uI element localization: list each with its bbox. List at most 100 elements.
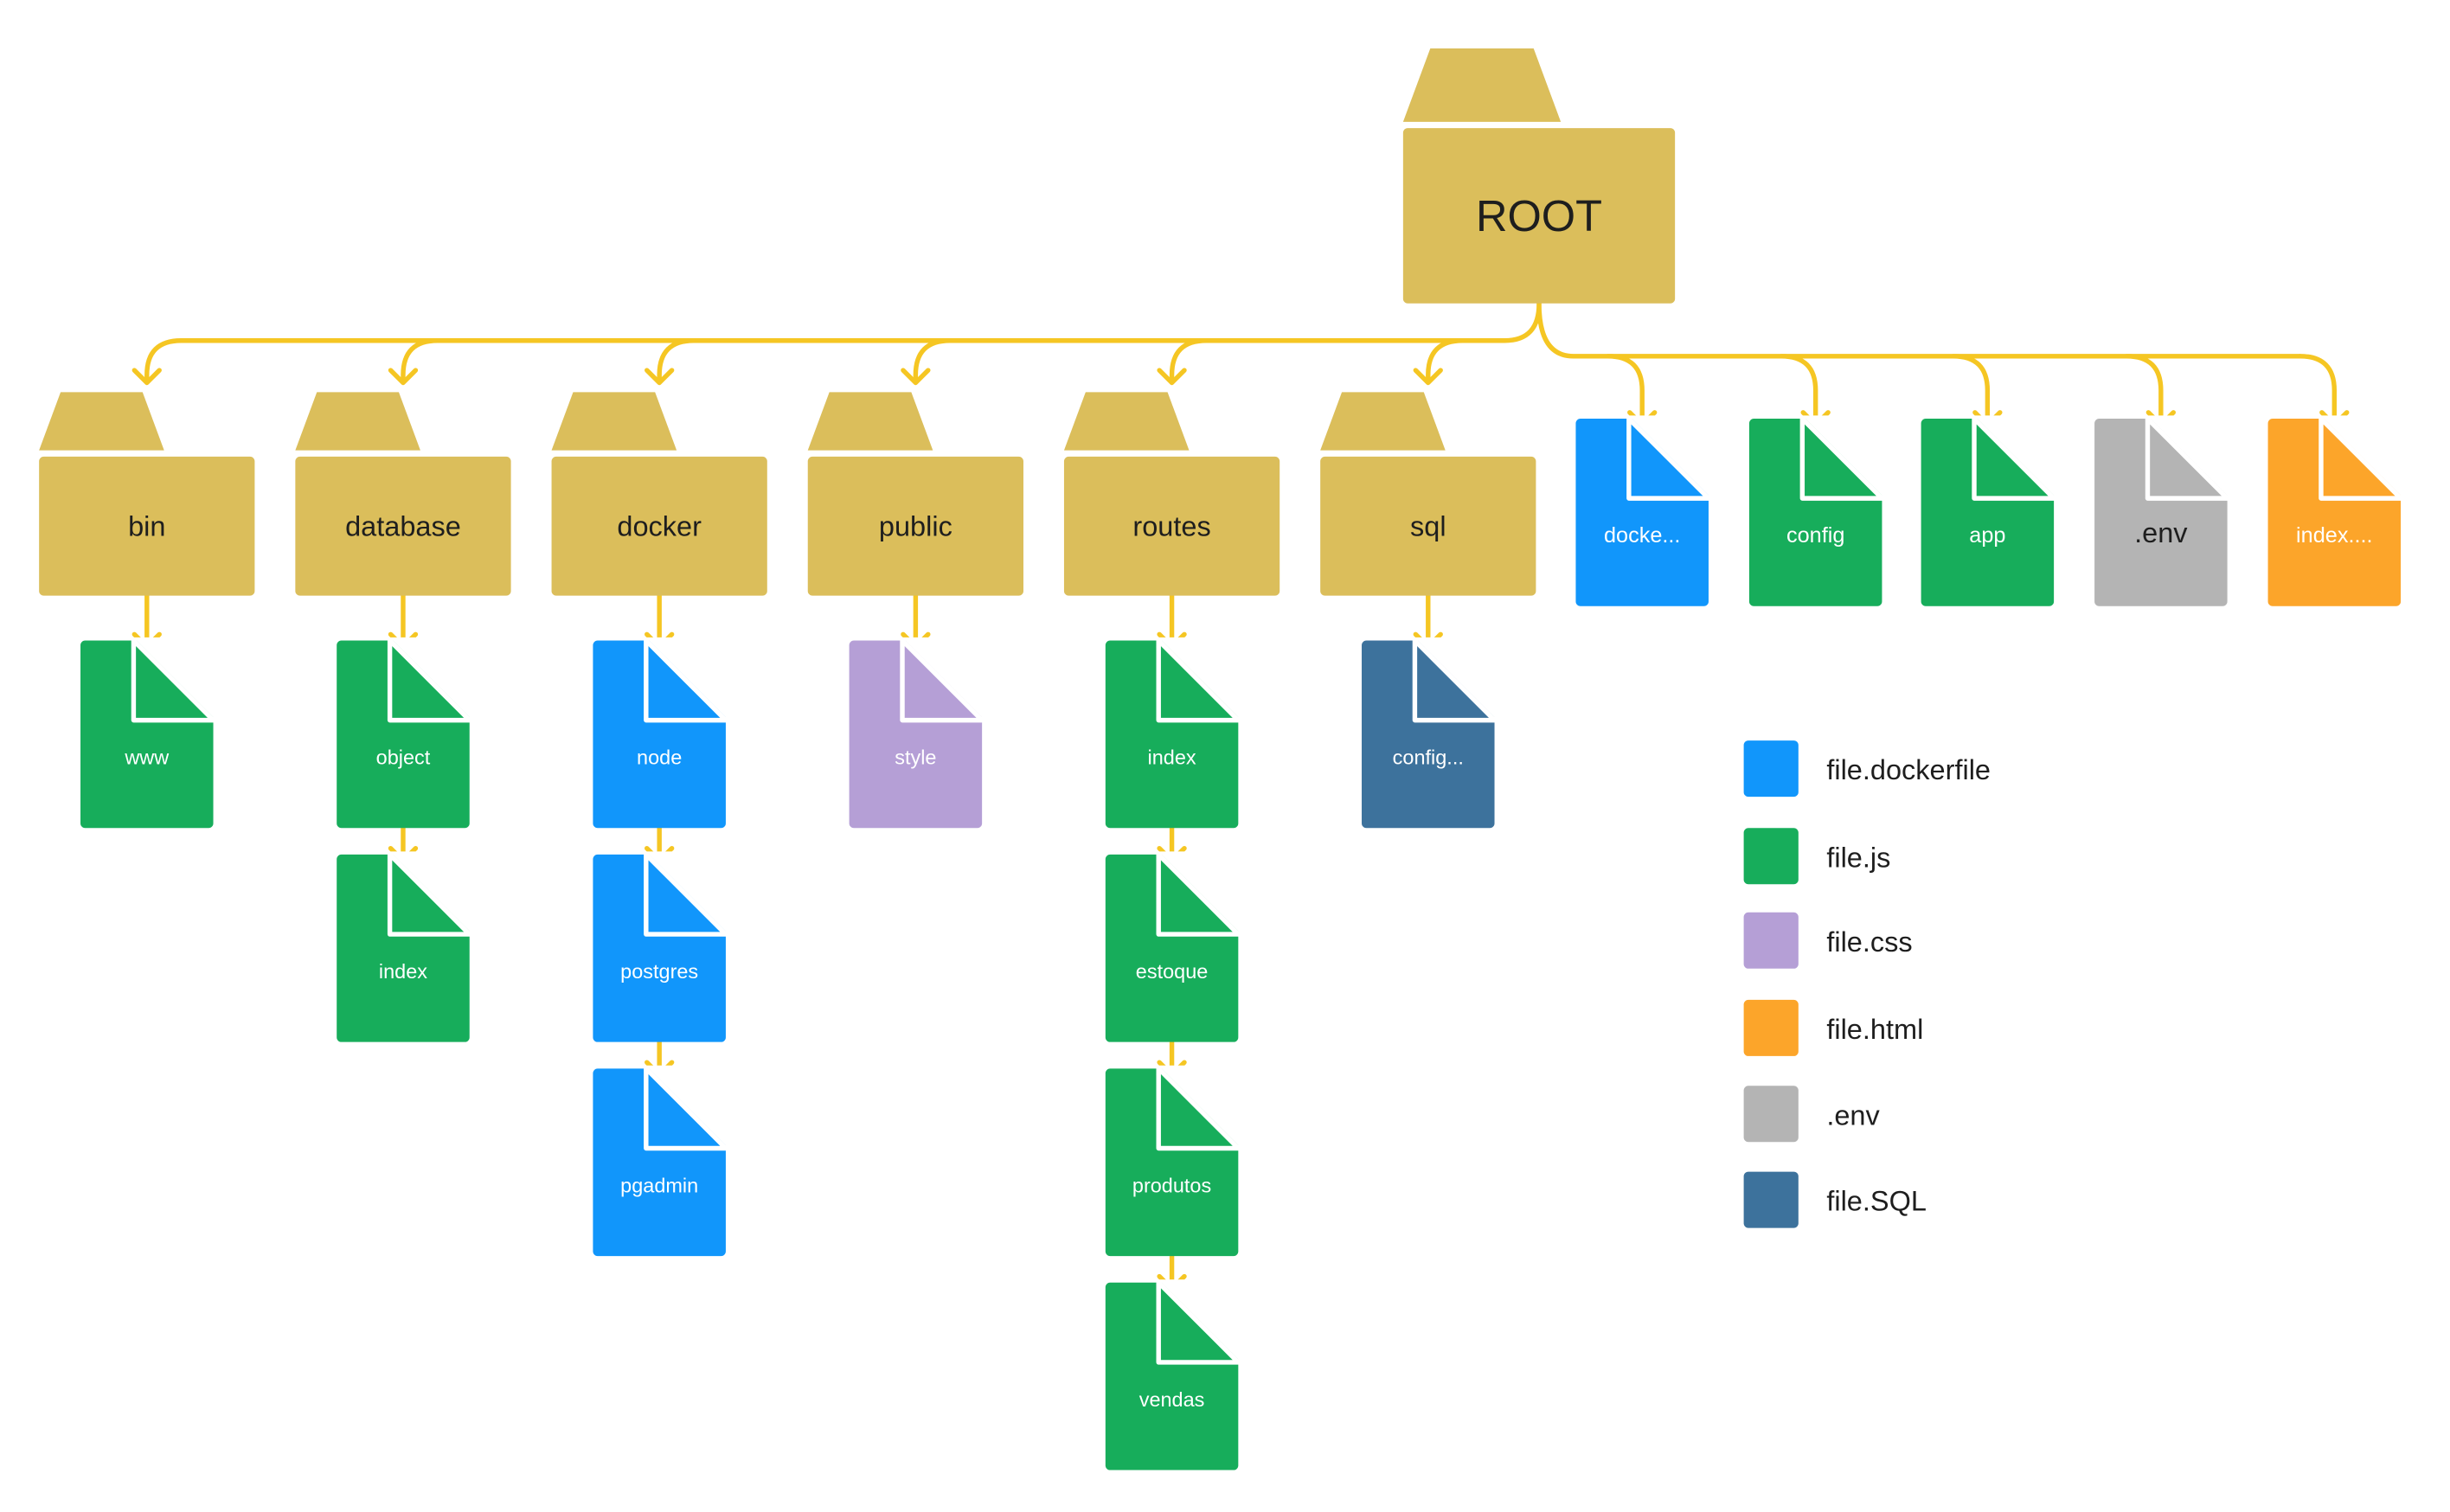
file-fold xyxy=(644,637,728,723)
folder-public[interactable]: public xyxy=(807,392,1023,596)
file-fold xyxy=(1156,1066,1241,1151)
file-label: vendas xyxy=(1139,1388,1205,1411)
legend-item: file.dockerfile xyxy=(1743,740,1991,798)
folder-body xyxy=(551,456,767,596)
folder-tab xyxy=(39,392,164,451)
arrow-head xyxy=(901,368,931,386)
file-label: object xyxy=(376,746,431,769)
folder-body xyxy=(295,456,511,596)
file-docker-node[interactable]: node xyxy=(593,637,729,829)
file-label: pgadmin xyxy=(620,1174,698,1196)
folder-tab xyxy=(1320,392,1446,451)
root-file-index[interactable]: index.... xyxy=(2267,415,2404,606)
file-label: estoque xyxy=(1136,960,1209,983)
file-docker-pgadmin[interactable]: pgadmin xyxy=(593,1065,729,1257)
connector-branch xyxy=(401,338,440,382)
file-public-style[interactable]: style xyxy=(849,637,985,829)
connector-branch xyxy=(1950,354,1991,427)
file-fold xyxy=(1156,637,1241,723)
legend-swatch xyxy=(1743,1086,1799,1143)
legend-item: file.html xyxy=(1743,999,1923,1056)
connector-branch xyxy=(1169,338,1209,382)
connector-right-trunk xyxy=(1536,301,2303,359)
root-file-config[interactable]: config xyxy=(1748,415,1886,606)
file-fold xyxy=(1156,1280,1241,1365)
file-label: style xyxy=(895,746,936,769)
folder-body xyxy=(807,456,1023,596)
arrow-head xyxy=(645,368,675,386)
node-layer: ROOT bin www database object index docker node p… xyxy=(39,48,2404,1470)
file-fold xyxy=(2319,416,2403,501)
file-database-object[interactable]: object xyxy=(337,637,473,829)
file-docker-postgres[interactable]: postgres xyxy=(593,851,729,1042)
folder-routes[interactable]: routes xyxy=(1063,392,1280,596)
file-label: postgres xyxy=(620,960,698,983)
file-corner-cut xyxy=(389,851,473,935)
connector-left-trunk xyxy=(178,301,1542,343)
file-fold xyxy=(131,637,216,723)
legend-label: file.html xyxy=(1826,1014,1923,1045)
root-file-docke[interactable]: docke... xyxy=(1575,415,1712,606)
folder-tab xyxy=(1063,392,1190,451)
arrow-head xyxy=(1157,368,1187,386)
root-file-app[interactable]: app xyxy=(1921,415,2057,606)
file-bin-www[interactable]: www xyxy=(80,637,217,829)
folder-docker[interactable]: docker xyxy=(551,392,767,596)
folder-tab xyxy=(551,392,677,451)
legend-item: file.js xyxy=(1743,828,1890,885)
file-fold xyxy=(644,852,728,937)
connector-branch xyxy=(2124,354,2164,427)
folder-label: ROOT xyxy=(1476,191,1602,240)
folder-label: public xyxy=(879,511,952,542)
legend-item: file.SQL xyxy=(1743,1171,1927,1228)
file-fold xyxy=(900,637,984,723)
connector-branch xyxy=(1779,354,1818,427)
legend-swatch xyxy=(1743,1171,1799,1228)
root-folder[interactable]: ROOT xyxy=(1402,48,1676,304)
folder-tab xyxy=(295,392,420,451)
file-fold xyxy=(1156,852,1241,937)
legend-swatch xyxy=(1743,828,1799,885)
file-fold xyxy=(1799,416,1885,501)
connector-branch xyxy=(657,338,696,382)
file-routes-vendas[interactable]: vendas xyxy=(1105,1279,1241,1470)
file-label: docke... xyxy=(1604,523,1680,548)
legend-label: file.js xyxy=(1826,842,1890,873)
legend-label: file.SQL xyxy=(1826,1186,1927,1217)
folder-label: database xyxy=(345,511,461,542)
file-corner-cut xyxy=(389,637,473,721)
root-file-env[interactable]: .env xyxy=(2094,415,2231,606)
legend-item: .env xyxy=(1743,1086,1881,1143)
file-label: .env xyxy=(2134,517,2188,548)
folder-tab xyxy=(1402,48,1562,122)
file-label: config... xyxy=(1393,746,1464,769)
arrow-head xyxy=(1413,368,1443,386)
file-label: app xyxy=(1969,523,2005,548)
folder-database[interactable]: database xyxy=(295,392,511,596)
folder-bin[interactable]: bin xyxy=(39,392,255,596)
file-routes-produtos[interactable]: produtos xyxy=(1105,1065,1241,1257)
folder-sql[interactable]: sql xyxy=(1320,392,1536,596)
file-fold xyxy=(387,637,472,723)
file-label: index xyxy=(1148,746,1196,769)
folder-label: bin xyxy=(128,511,165,542)
file-sql-config[interactable]: config... xyxy=(1362,637,1498,829)
file-fold xyxy=(1626,416,1711,501)
legend-swatch xyxy=(1743,740,1799,798)
file-routes-estoque[interactable]: estoque xyxy=(1105,851,1241,1042)
arrow-head xyxy=(131,368,162,386)
legend-label: file.css xyxy=(1826,926,1912,958)
legend-swatch xyxy=(1743,999,1799,1056)
file-routes-index[interactable]: index xyxy=(1105,637,1241,829)
folder-body xyxy=(1320,456,1536,596)
file-database-index[interactable]: index xyxy=(337,851,473,1042)
connector-branch xyxy=(1426,338,1466,382)
file-label: node xyxy=(637,746,682,769)
connector-branch xyxy=(913,338,952,382)
legend-swatch xyxy=(1743,912,1799,969)
file-label: config xyxy=(1786,523,1844,548)
file-label: index xyxy=(379,960,427,983)
legend-label: .env xyxy=(1826,1099,1880,1131)
